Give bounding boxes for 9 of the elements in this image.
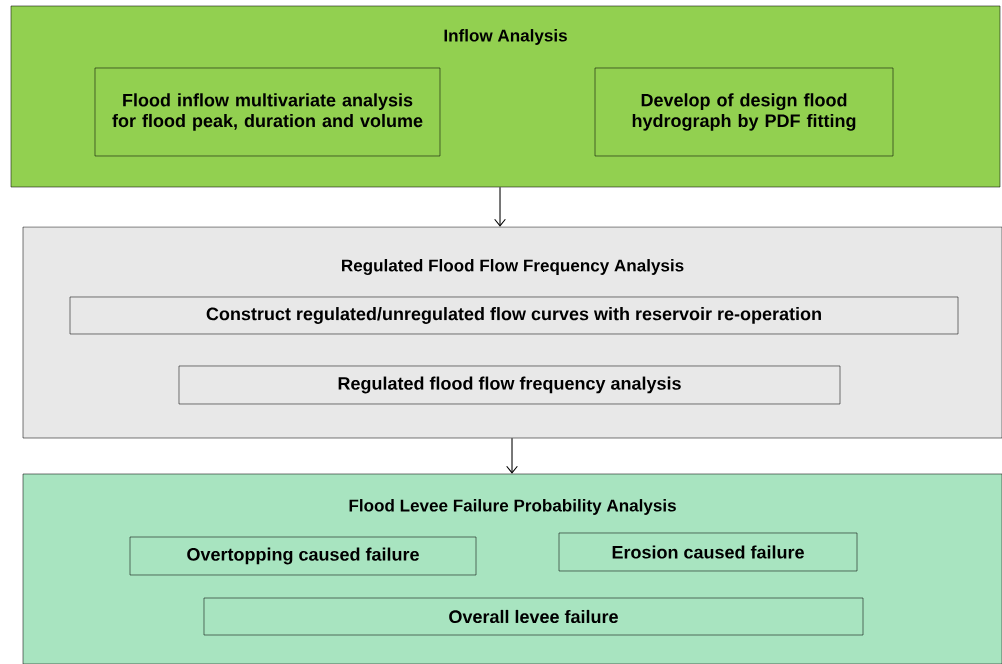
process-box: Overall levee failure bbox=[203, 597, 864, 636]
process-box: Flood inflow multivariate analysis for flood peak, duration and volume bbox=[94, 67, 441, 157]
process-box: Construct regulated/unregulated flow curves with reservoir re-operation bbox=[69, 296, 959, 335]
process-box: Overtopping caused failure bbox=[129, 536, 477, 576]
arrow bbox=[494, 186, 506, 227]
process-box: Regulated flood flow frequency analysis bbox=[178, 365, 841, 405]
process-box: Erosion caused failure bbox=[558, 532, 858, 572]
arrow bbox=[506, 437, 518, 474]
process-box: Develop of design flood hydrograph by PDF fitting bbox=[594, 67, 894, 157]
